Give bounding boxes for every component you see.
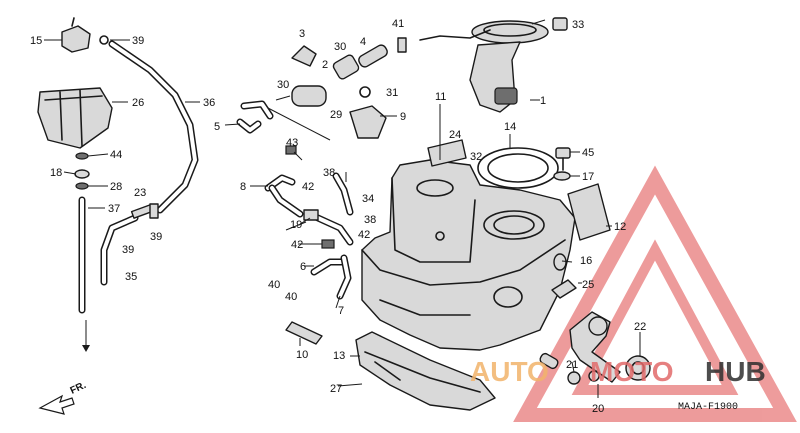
watermark-text-hub: HUB — [705, 356, 766, 387]
callout-45: 45 — [582, 147, 594, 159]
fuel-pump — [419, 20, 549, 113]
callout-25: 25 — [582, 279, 594, 291]
callout-30a: 30 — [334, 41, 346, 53]
tank-pad — [427, 139, 467, 167]
callout-39a: 39 — [132, 35, 144, 47]
callout-2: 2 — [322, 59, 328, 71]
callout-43: 43 — [286, 137, 298, 149]
callout-4: 4 — [360, 36, 366, 48]
fuel-hoses-middle — [264, 145, 354, 300]
diagram-code: MAJA-F1900 — [678, 402, 738, 413]
callout-37: 37 — [108, 203, 120, 215]
callout-17: 17 — [582, 171, 594, 183]
callout-12: 12 — [614, 221, 626, 233]
breather-cap — [61, 17, 109, 53]
callout-44: 44 — [110, 149, 122, 161]
callout-39b: 39 — [122, 244, 134, 256]
callout-19: 19 — [290, 219, 302, 231]
watermark-logo: AUTO MOTO HUB — [470, 356, 766, 387]
callout-35: 35 — [125, 271, 137, 283]
callout-36: 36 — [203, 97, 215, 109]
callout-28: 28 — [110, 181, 122, 193]
callout-27: 27 — [330, 383, 342, 395]
small-tube — [100, 214, 139, 286]
callout-16: 16 — [580, 255, 592, 267]
bolt-33 — [552, 17, 568, 31]
fuel-tank — [361, 159, 576, 351]
fuel-cock — [539, 253, 651, 385]
watermark-triangle — [513, 165, 797, 422]
callout-33: 33 — [572, 19, 584, 31]
callout-41: 41 — [392, 18, 404, 30]
front-label: FR. — [69, 380, 88, 397]
callout-42a: 42 — [302, 181, 314, 193]
breather-hose-long — [108, 40, 199, 214]
callout-24: 24 — [449, 129, 461, 141]
callout-20: 20 — [592, 403, 604, 415]
callout-18: 18 — [50, 167, 62, 179]
callout-14: 14 — [504, 121, 516, 133]
watermark-text-auto: AUTO — [470, 356, 549, 387]
callout-42c: 42 — [358, 229, 370, 241]
callout-15: 15 — [30, 35, 42, 47]
pump-gasket — [477, 147, 559, 189]
callout-39c: 39 — [150, 231, 162, 243]
callout-7: 7 — [338, 305, 344, 317]
callout-38a: 38 — [323, 167, 335, 179]
callout-40a: 40 — [268, 279, 280, 291]
callout-30b: 30 — [277, 79, 289, 91]
callout-11: 11 — [435, 91, 446, 103]
protector-plate — [567, 183, 611, 241]
watermark-text-moto: MOTO — [590, 356, 673, 387]
callout-10: 10 — [296, 349, 308, 361]
callout-1: 1 — [540, 95, 546, 107]
callout-23: 23 — [134, 187, 146, 199]
leader-lines — [44, 19, 641, 398]
callout-40b: 40 — [285, 291, 297, 303]
callout-34: 34 — [362, 193, 374, 205]
callout-numbers: 1 2 3 4 5 6 7 8 9 10 11 12 13 14 15 16 1… — [30, 18, 646, 415]
callout-26: 26 — [132, 97, 144, 109]
callout-13: 13 — [333, 350, 345, 362]
bolt-45 — [555, 147, 571, 171]
callout-32: 32 — [470, 151, 482, 163]
hose-joints — [74, 152, 159, 219]
callout-29: 29 — [330, 109, 342, 121]
callout-9: 9 — [400, 111, 406, 123]
fuel-filter-group — [236, 37, 407, 141]
front-direction-arrow: FR. — [38, 380, 88, 415]
callout-3: 3 — [299, 28, 305, 40]
breather-separator — [37, 87, 113, 149]
drain-tube — [78, 196, 90, 352]
callout-8: 8 — [240, 181, 246, 193]
callout-22: 22 — [634, 321, 646, 333]
rubber-strip — [285, 321, 323, 345]
washer-17 — [553, 171, 571, 181]
callout-6: 6 — [300, 261, 306, 273]
callout-5: 5 — [214, 121, 220, 133]
callout-21: 21 — [566, 359, 578, 371]
callout-42b: 42 — [291, 239, 303, 251]
callout-31: 31 — [386, 87, 398, 99]
tank-undercover — [355, 331, 496, 411]
callout-38b: 38 — [364, 214, 376, 226]
